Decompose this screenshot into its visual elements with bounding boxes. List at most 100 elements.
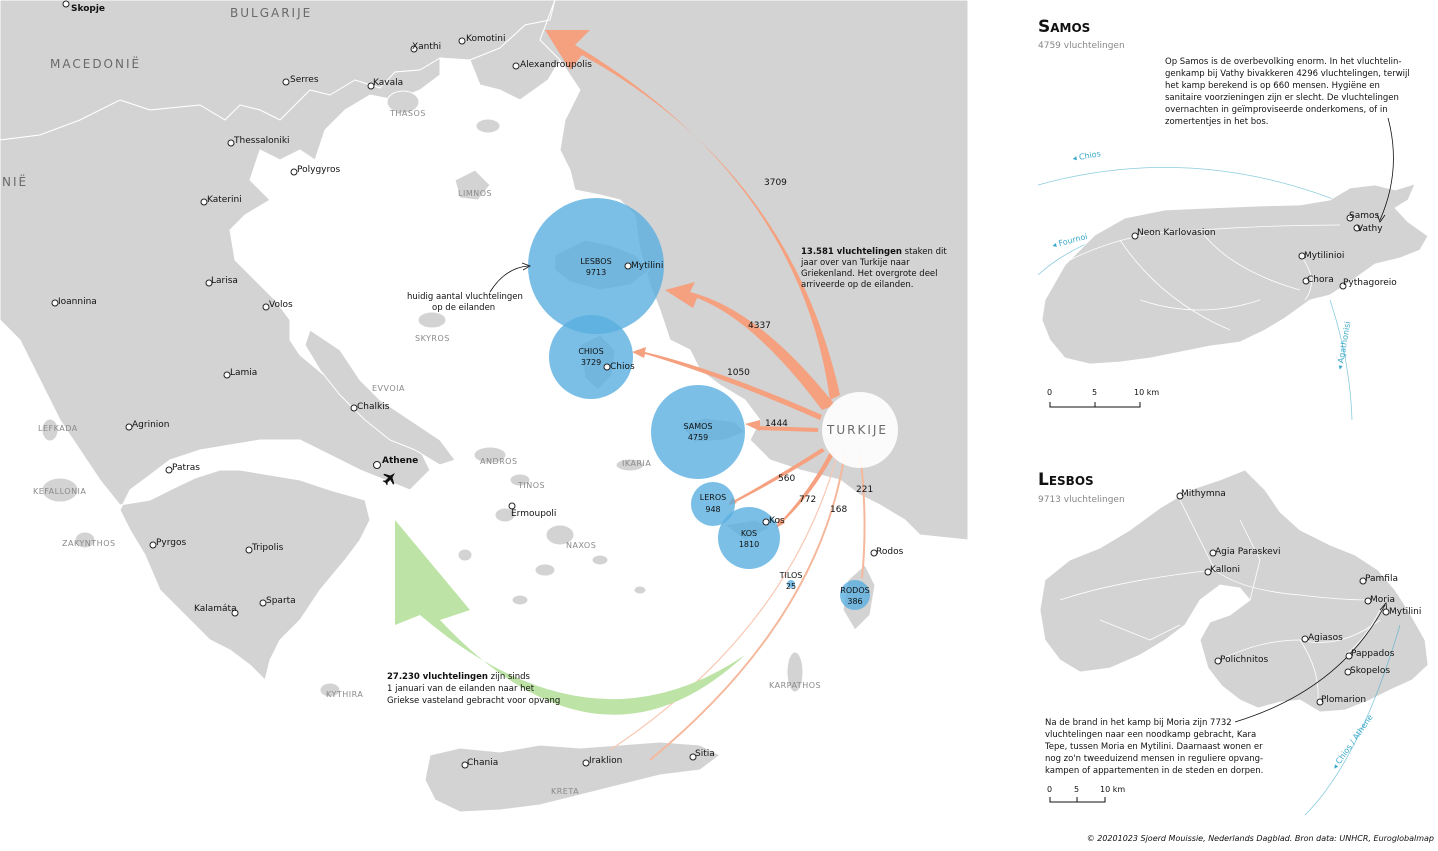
samos-place-chora: Chora: [1307, 275, 1334, 285]
bubble-kos-name: KOS: [741, 529, 757, 538]
lesbos-place-mithymna: Mithymna: [1181, 489, 1226, 499]
bubble-tilos-value: 25: [786, 582, 796, 591]
flow-label-chios: 1050: [727, 368, 750, 378]
label-katerini: Katerini: [207, 195, 242, 205]
label-polygyros: Polygyros: [297, 165, 340, 175]
label-andros: ANDROS: [480, 457, 518, 466]
annotation-crossing-line-2: Griekenland. Het overgrote deel: [801, 269, 938, 279]
annotation-crossing-line-1: jaar over van Turkije naar: [800, 258, 910, 268]
label-patras: Patras: [172, 463, 200, 473]
bubble-lesbos-value: 9713: [586, 268, 606, 277]
flow-label-kos: 772: [799, 495, 816, 505]
samos-place-pythagoreio: Pythagoreio: [1343, 278, 1397, 288]
lesbos-place-pappados: Pappados: [1351, 649, 1395, 659]
flow-crete: [649, 451, 846, 761]
land-kefallonia: [41, 477, 79, 503]
label-serres: Serres: [290, 75, 319, 85]
lesbos-place-polichnitos: Polichnitos: [1220, 655, 1269, 665]
lesbos-note-1: Na de brand in het kamp bij Moria zijn 7…: [1045, 718, 1232, 728]
bubble-leros-value: 948: [705, 505, 720, 514]
label-komotini: Komotini: [466, 34, 505, 44]
lesbos-inset: Lesbos 9713 vluchtelingen: [1038, 469, 1429, 816]
lesbos-scale-10: 10 km: [1100, 785, 1125, 794]
samos-note-1: Op Samos is de overbevolking enorm. In h…: [1165, 57, 1401, 67]
lesbos-place-moria: Moria: [1370, 595, 1395, 605]
bubble-samos: [651, 385, 745, 479]
bubble-chios-value: 3729: [581, 358, 601, 367]
city-dots: [51, 0, 878, 769]
samos-island-shape: [1041, 183, 1429, 365]
label-karpathos: KARPATHOS: [769, 681, 821, 690]
samos-inset: Samos 4759 vluchtelingen Op Samos is de …: [1037, 17, 1429, 421]
label-ermoupoli: Ermoupoli: [511, 509, 556, 519]
bubble-kos-value: 1810: [739, 540, 759, 549]
label-iraklion: Iraklion: [589, 756, 622, 766]
lesbos-route-chios-athene: ◂ Chios / Athene: [1330, 713, 1375, 771]
svg-text:27.230 vluchtelingen zijn sind: 27.230 vluchtelingen zijn sinds: [387, 672, 531, 682]
samos-place-samos: Samos: [1349, 211, 1380, 221]
label-mytilini: Mytilini: [631, 261, 663, 271]
annotation-bubbles-line-2: op de eilanden: [432, 303, 495, 313]
land-zakynthos: [74, 531, 96, 549]
label-lefkada: LEFKADA: [38, 424, 78, 433]
samos-note-4: sanitaire voorzieningen zijn er slecht. …: [1165, 93, 1399, 103]
samos-title: Samos: [1038, 17, 1090, 37]
label-kavala: Kavala: [373, 78, 403, 88]
land-samothraki: [475, 118, 501, 134]
label-kefallonia: KEFALLONIA: [33, 487, 86, 496]
flow-kos: [776, 452, 834, 528]
annotation-bubbles-line-1: huidig aantal vluchtelingen: [407, 292, 523, 302]
cyclades: [457, 446, 647, 606]
label-sitia: Sitia: [695, 749, 715, 759]
lesbos-note-5: kampen of appartementen in de steden en …: [1045, 766, 1263, 776]
samos-place-neon-karlovasion: Neon Karlovasion: [1137, 228, 1216, 238]
bubble-samos-value: 4759: [688, 433, 708, 442]
label-turkije: TURKIJE: [826, 423, 888, 437]
label-agrinion: Agrinion: [132, 420, 170, 430]
annotation-mainland-line-2: Griekse vasteland gebracht voor opvang: [387, 696, 560, 706]
label-kreta: KRETA: [551, 787, 579, 796]
annotation-crossing-bold: 13.581 vluchtelingen: [801, 247, 902, 257]
annotation-crossing-rest: staken dit: [902, 247, 947, 257]
samos-scale-bar: 0 5 10 km: [1047, 388, 1159, 408]
bubble-leros: [691, 482, 735, 526]
bubble-rodos-value: 386: [847, 597, 862, 606]
bubble-lesbos: [528, 198, 664, 334]
lesbos-note-2: vluchtelingen naar een noodkamp gebracht…: [1045, 730, 1256, 740]
land-lefkada: [41, 418, 59, 442]
samos-note-5: overnachten in geïmproviseerde onderkome…: [1165, 105, 1388, 115]
lesbos-scale-bar: 0 5 10 km: [1047, 785, 1125, 803]
label-skopje: Skopje: [71, 4, 105, 14]
label-larisa: Larisa: [211, 276, 238, 286]
label-naxos: NAXOS: [566, 541, 596, 550]
samos-route-agathonisi: ◂ Agathonisi: [1335, 321, 1352, 371]
bubble-tilos: [787, 580, 795, 588]
label-evvoia: EVVOIA: [372, 384, 405, 393]
label-kos: Kos: [769, 516, 785, 526]
bubble-samos-name: SAMOS: [684, 422, 713, 431]
land-limnos: [454, 169, 491, 201]
flow-label-leros: 560: [778, 474, 795, 484]
label-chania: Chania: [467, 758, 498, 768]
label-volos: Volos: [269, 300, 293, 310]
label-kythira: KYTHIRA: [326, 690, 363, 699]
annotation-crossing-line-3: arriveerde op de eilanden.: [801, 280, 913, 290]
samos-scale-0: 0: [1047, 388, 1052, 397]
lesbos-place-pamfila: Pamfila: [1365, 574, 1398, 584]
land-evvoia: [304, 329, 456, 466]
flow-label-rodos: 221: [856, 485, 873, 495]
bubble-layer: [528, 198, 870, 610]
lesbos-roads: [1059, 499, 1381, 701]
footer-credits: © 20201023 Sjoerd Mouissie, Nederlands D…: [1087, 834, 1434, 843]
flow-crete-2: [609, 451, 839, 751]
lesbos-island-shape: [1039, 469, 1429, 713]
samos-note-6: zomertentjes in het bos.: [1165, 117, 1269, 127]
land-karpathos: [786, 651, 804, 693]
samos-scale-10: 10 km: [1134, 388, 1159, 397]
label-ioannina: Ioannina: [58, 297, 97, 307]
annotation-bubbles: huidig aantal vluchtelingen op de eiland…: [407, 262, 531, 313]
label-athene: Athene: [382, 456, 418, 466]
annotation-mainland-bold: 27.230 vluchtelingen: [387, 672, 488, 682]
label-thasos: THASOS: [389, 109, 426, 118]
